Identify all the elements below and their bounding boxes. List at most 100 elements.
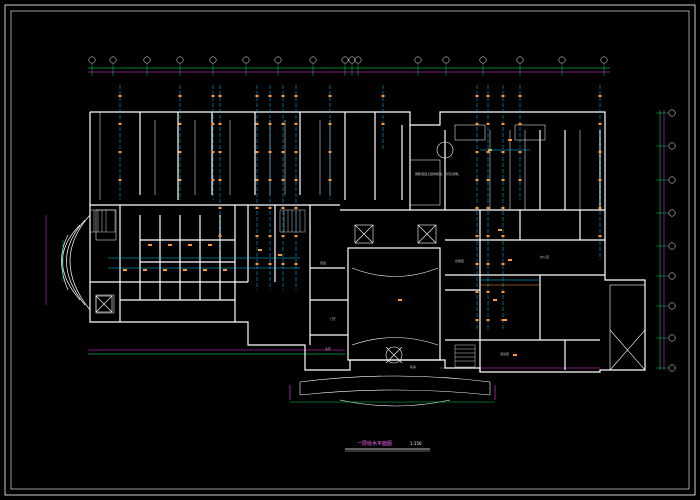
fixture-icon: [501, 263, 505, 265]
fixture-icon: [268, 263, 272, 265]
fixture-icon: [278, 254, 282, 256]
axis-bubble-icon: [109, 56, 117, 64]
fixture-icon: [475, 179, 479, 181]
axis-bubble-icon: [274, 56, 282, 64]
fixture-icon: [328, 123, 332, 125]
axis-bubble-icon: [668, 176, 676, 184]
fixture-icon: [163, 269, 167, 271]
axis-bubble-icon: [668, 302, 676, 310]
fixture-icon: [211, 95, 215, 97]
fixture-icon: [148, 244, 152, 246]
fixture-icon: [223, 269, 227, 271]
drawing-scale: 1:150: [410, 441, 422, 446]
fixture-icon: [598, 179, 602, 181]
fixture-icon: [281, 263, 285, 265]
fixture-icon: [211, 123, 215, 125]
fixture-icon: [211, 179, 215, 181]
fixture-icon: [501, 207, 505, 209]
fixture-icon: [475, 95, 479, 97]
fixture-icon: [598, 123, 602, 125]
fixture-icon: [218, 207, 222, 209]
fixture-icon: [281, 235, 285, 237]
fixture-icon: [328, 151, 332, 153]
top-axis-bubbles: [88, 56, 608, 76]
fixture-icon: [294, 151, 298, 153]
fixture-icon: [475, 263, 479, 265]
fixture-icon: [513, 354, 517, 356]
stair-hatches: [89, 209, 476, 368]
fixture-icon: [501, 95, 505, 97]
fixture-icon: [475, 319, 479, 321]
fixture-icon: [118, 123, 122, 125]
fixture-icon: [486, 291, 490, 293]
room-label-4: 大厅: [325, 346, 331, 351]
right-axis-bubbles: [656, 109, 676, 372]
fixture-icon: [143, 269, 147, 271]
fixture-icon: [486, 151, 490, 153]
fixture-icon: [501, 179, 505, 181]
fixture-icon: [518, 123, 522, 125]
fixture-icon: [598, 207, 602, 209]
room-label-6: 机房: [410, 364, 416, 369]
fixture-icon: [255, 179, 259, 181]
fixture-icon: [255, 123, 259, 125]
fixture-icon: [178, 179, 182, 181]
fixture-icon: [486, 319, 490, 321]
room-label-5: 活动室: [500, 351, 509, 356]
axis-bubble-icon: [668, 209, 676, 217]
fixture-icon: [328, 95, 332, 97]
room-label-7: 值班: [320, 260, 326, 265]
drawing-frame-outer: [4, 4, 696, 496]
fixture-icon: [508, 139, 512, 141]
fixture-icon: [508, 259, 512, 261]
fixture-icon: [218, 95, 222, 97]
axis-bubble-icon: [668, 334, 676, 342]
fixture-icon: [398, 299, 402, 301]
fixture-icon: [208, 244, 212, 246]
fixture-icon: [268, 95, 272, 97]
fixture-icon: [475, 235, 479, 237]
room-label-1: 台球室: [455, 258, 464, 263]
fixture-icon: [268, 235, 272, 237]
axis-bubble-icon: [176, 56, 184, 64]
curved-entrance: [61, 214, 91, 311]
fixture-icon: [294, 235, 298, 237]
fixture-icon: [211, 151, 215, 153]
fixture-icon: [486, 263, 490, 265]
fixture-icon: [268, 179, 272, 181]
axis-bubble-icon: [341, 56, 349, 64]
building-walls: [89, 111, 646, 373]
fixture-icon: [118, 95, 122, 97]
fixture-icon: [118, 151, 122, 153]
axis-bubble-icon: [668, 364, 676, 372]
main-supply-lines: [108, 149, 540, 286]
fixture-icon: [598, 151, 602, 153]
drawing-title: 一层给水平面图: [357, 440, 392, 447]
drawing-frame-inner: [10, 10, 690, 490]
fixture-icon: [178, 151, 182, 153]
fixture-icon: [518, 179, 522, 181]
axis-bubble-icon: [242, 56, 250, 64]
fixture-icon: [503, 319, 507, 321]
fixture-icon: [255, 207, 259, 209]
fixture-icon: [475, 207, 479, 209]
right-dimension-chain: [659, 110, 665, 370]
axis-bubble-icon: [668, 242, 676, 250]
top-dimension-chain: [88, 67, 610, 73]
fixture-icon: [255, 235, 259, 237]
fixture-icon: [281, 95, 285, 97]
axis-bubble-icon: [600, 56, 608, 64]
fixture-icon: [518, 95, 522, 97]
room-note: 钢筋混凝土结构框架， 详见说明。: [415, 171, 461, 176]
fixture-icon: [598, 235, 602, 237]
fixture-icon: [203, 269, 207, 271]
fixture-icon: [218, 151, 222, 153]
room-label-3: 门厅: [330, 316, 336, 321]
fixture-icon: [268, 123, 272, 125]
fixture-icon: [486, 95, 490, 97]
fixture-icon: [475, 123, 479, 125]
fixture-icon: [498, 229, 502, 231]
interior-partitions: [95, 112, 581, 314]
fixture-icon: [294, 263, 298, 265]
